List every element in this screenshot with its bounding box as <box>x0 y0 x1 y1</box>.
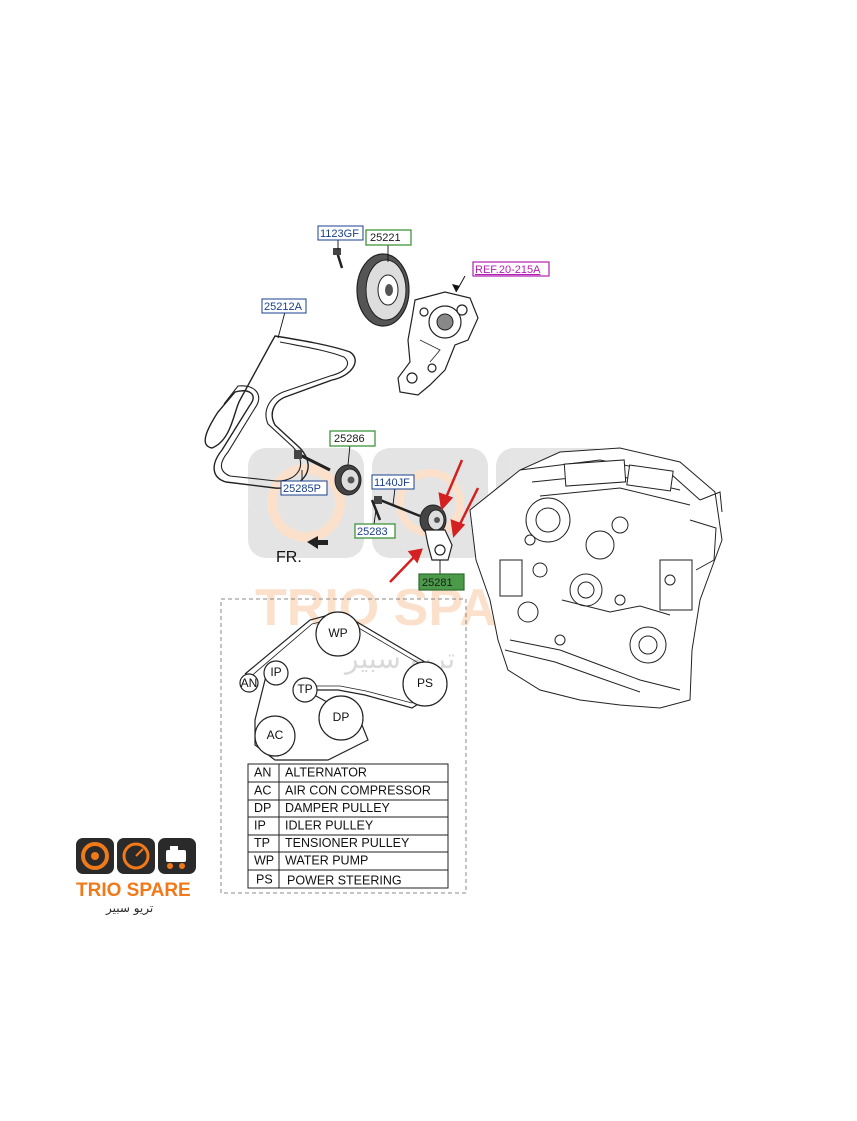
front-arrow-icon <box>307 536 328 549</box>
legend-code: PS <box>256 872 273 886</box>
pulley-ip-label: IP <box>270 665 281 679</box>
callout-1123gf-label: 1123GF <box>320 228 359 240</box>
callout-25285p[interactable]: 25285P <box>280 480 328 496</box>
callout-25286-label: 25286 <box>334 433 365 445</box>
engine-block <box>469 447 723 709</box>
callout-1140jf-label: 1140JF <box>374 477 410 489</box>
speedometer-icon <box>122 842 150 870</box>
pulley-ac-label: AC <box>267 728 284 742</box>
legend-name: TENSIONER PULLEY <box>285 836 410 850</box>
crank-pulley <box>356 253 410 327</box>
legend-code: AN <box>254 765 271 779</box>
brake-disc-icon <box>81 842 109 870</box>
logo-arabic: تريو سبير <box>105 901 153 916</box>
front-label: FR. <box>276 549 302 566</box>
legend-name: ALTERNATOR <box>285 765 367 779</box>
callout-1140jf[interactable]: 1140JF <box>371 474 415 490</box>
tensioner-assembly <box>419 504 453 561</box>
water-pump-housing <box>397 291 479 396</box>
legend-code: DP <box>254 801 271 815</box>
legend-code: AC <box>254 783 271 797</box>
red-arrows <box>389 459 480 583</box>
callout-25283-label: 25283 <box>357 526 388 538</box>
pulley-dp-label: DP <box>333 710 350 724</box>
bolt-1140jf <box>374 496 421 518</box>
pulley-ps-label: PS <box>417 676 433 690</box>
legend-name: AIR CON COMPRESSOR <box>285 783 431 797</box>
idler-pulley <box>334 464 362 496</box>
front-indicator: FR. <box>276 536 328 566</box>
callout-25286[interactable]: 25286 <box>329 430 376 447</box>
legend-code: IP <box>254 818 266 832</box>
callout-25281-label: 25281 <box>422 577 453 589</box>
pulley-ac <box>254 715 296 757</box>
callout-ref-label: REF.20-215A <box>475 264 541 276</box>
pulley-an-label: AN <box>241 676 258 690</box>
bolt-1123gf <box>333 248 344 269</box>
routing-schematic: WP IP AN TP PS DP AC <box>239 611 448 761</box>
pulley-an <box>239 673 259 693</box>
leader-lines <box>277 238 441 575</box>
legend-code: WP <box>254 853 274 867</box>
pulley-wp-label: WP <box>328 626 347 640</box>
callout-1123gf[interactable]: 1123GF <box>317 225 364 241</box>
ref-arrowhead <box>452 284 460 292</box>
routing-frame <box>220 598 467 894</box>
logo-latin: TRIO SPARE <box>76 880 191 901</box>
callout-25221[interactable]: 25221 <box>365 229 412 246</box>
legend-name: WATER PUMP <box>285 853 368 867</box>
bolt-25285p <box>294 450 331 472</box>
watermark-disc-icon <box>267 464 345 542</box>
pulley-dp <box>318 695 364 741</box>
legend-code: TP <box>254 836 270 850</box>
callout-25212a[interactable]: 25212A <box>261 298 307 314</box>
engine-icon <box>166 846 186 869</box>
legend-name: POWER STEERING <box>287 873 402 887</box>
legend-name: IDLER PULLEY <box>285 818 374 832</box>
brand-logo: TRIO SPARE تريو سبير <box>76 838 196 916</box>
pulley-wp <box>315 611 361 657</box>
callout-25221-label: 25221 <box>370 232 401 244</box>
legend-table: AN ALTERNATOR AC AIR CON COMPRESSOR DP D… <box>247 763 449 889</box>
callout-25285p-label: 25285P <box>283 483 321 495</box>
callout-25283[interactable]: 25283 <box>354 523 396 539</box>
pulley-tp <box>292 677 318 703</box>
pulley-ps <box>402 661 448 707</box>
callout-25281[interactable]: 25281 <box>418 573 465 591</box>
pulley-tp-label: TP <box>297 682 312 696</box>
pulley-ip <box>263 660 289 686</box>
callout-ref[interactable]: REF.20-215A <box>472 261 550 277</box>
legend-name: DAMPER PULLEY <box>285 801 391 815</box>
watermark-tile-1 <box>248 448 364 558</box>
callout-25212a-label: 25212A <box>264 301 303 313</box>
drive-belt <box>204 335 356 489</box>
